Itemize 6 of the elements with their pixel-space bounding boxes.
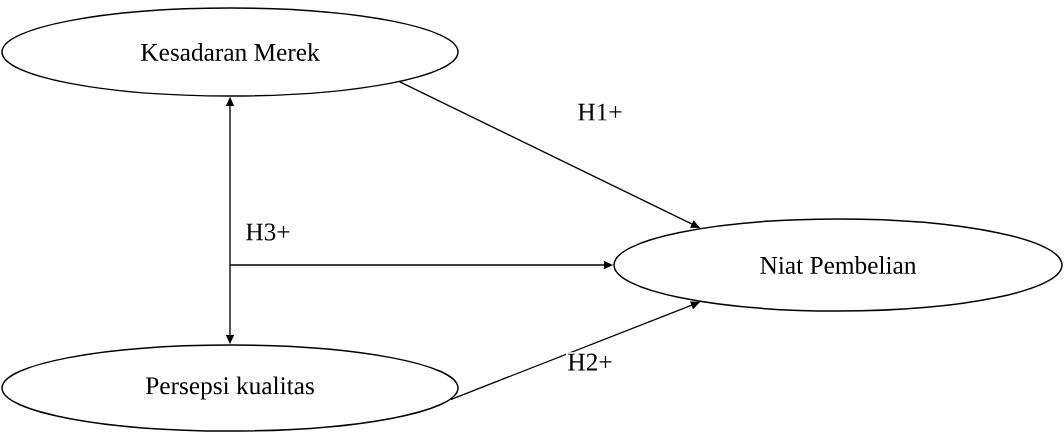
- edge-label: H3+: [244, 222, 292, 242]
- edge-label: H2+: [566, 352, 614, 372]
- ellipse-node: Niat Pembelian: [613, 218, 1063, 312]
- ellipse-node: Persepsi kualitas: [1, 344, 459, 432]
- edge-label: H1+: [576, 102, 624, 122]
- ellipse-node: Kesadaran Merek: [1, 7, 459, 97]
